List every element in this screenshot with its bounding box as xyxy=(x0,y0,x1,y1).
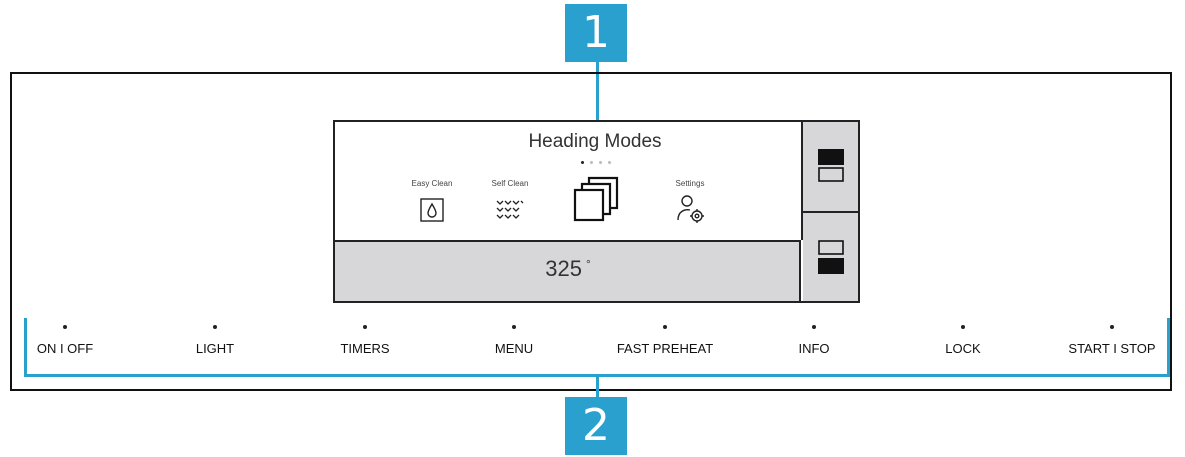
timers-button[interactable]: TIMERS xyxy=(305,320,425,360)
page-indicator xyxy=(581,161,611,164)
callout-1-leader-line xyxy=(596,62,599,128)
self-clean-label: Self Clean xyxy=(491,179,529,188)
menu-button[interactable]: MENU xyxy=(454,320,574,360)
callout-2-badge: 2 xyxy=(565,397,627,455)
control-panel-frame xyxy=(10,72,1172,391)
lower-oven-selector[interactable] xyxy=(803,213,858,301)
menu-indicator xyxy=(512,325,516,329)
callout-2-leader-line xyxy=(596,376,599,398)
temperature-readout: 325° xyxy=(545,256,591,281)
settings-label: Settings xyxy=(675,179,705,188)
heading-modes-icon[interactable] xyxy=(572,174,624,226)
info-label: INFO xyxy=(798,341,830,356)
info-button[interactable]: INFO xyxy=(754,320,874,360)
temperature-bar: 325° xyxy=(335,240,801,301)
settings-icon[interactable] xyxy=(675,194,707,224)
fast-preheat-button[interactable]: FAST PREHEAT xyxy=(605,320,725,360)
easy-clean-icon[interactable] xyxy=(419,197,445,223)
upper-oven-selector[interactable] xyxy=(803,122,858,213)
start-stop-indicator xyxy=(1110,325,1114,329)
fast-preheat-label: FAST PREHEAT xyxy=(616,341,714,356)
light-indicator xyxy=(213,325,217,329)
timers-indicator xyxy=(363,325,367,329)
oven-display: Heading Modes Easy Clean Self Clean xyxy=(333,120,860,303)
lock-button[interactable]: LOCK xyxy=(903,320,1023,360)
self-clean-icon[interactable] xyxy=(495,197,527,223)
lower-oven-selected-icon xyxy=(818,240,844,274)
upper-oven-selected-icon xyxy=(818,149,844,182)
light-button[interactable]: LIGHT xyxy=(155,320,275,360)
button-row-bracket xyxy=(24,318,1170,377)
display-heading: Heading Modes xyxy=(528,131,662,152)
callout-1-badge: 1 xyxy=(565,4,627,62)
on-off-button[interactable]: ON I OFF xyxy=(5,320,125,360)
menu-label: MENU xyxy=(494,341,534,356)
lock-indicator xyxy=(961,325,965,329)
start-stop-button[interactable]: START I STOP xyxy=(1052,320,1172,360)
start-stop-label: START I STOP xyxy=(1068,341,1156,356)
easy-clean-label: Easy Clean xyxy=(411,179,453,188)
on-off-label: ON I OFF xyxy=(36,341,94,356)
lock-label: LOCK xyxy=(945,341,981,356)
display-main-area: Heading Modes Easy Clean Self Clean xyxy=(335,122,803,240)
light-label: LIGHT xyxy=(195,341,235,356)
timers-label: TIMERS xyxy=(340,341,390,356)
fast-preheat-indicator xyxy=(663,325,667,329)
info-indicator xyxy=(812,325,816,329)
on-off-indicator xyxy=(63,325,67,329)
